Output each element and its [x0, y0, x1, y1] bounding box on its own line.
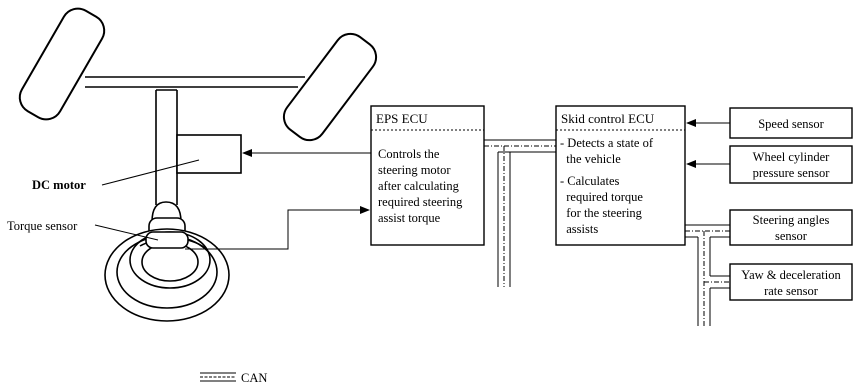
legend-can: CAN	[200, 371, 267, 383]
skid-ecu-line-1: - Detects a state of	[560, 136, 654, 150]
eps-ecu-line-3: after calculating	[378, 179, 460, 193]
right-wheel	[282, 32, 378, 142]
torque-sensor-label: Torque sensor	[7, 219, 78, 233]
yaw-sensor-box: Yaw & deceleration rate sensor	[729, 263, 853, 301]
wheel-cylinder-label-2: pressure sensor	[753, 166, 831, 180]
eps-ecu-line-1: Controls the	[378, 147, 440, 161]
steering-wheel	[104, 228, 230, 322]
skid-ecu-line-3: - Calculates	[560, 174, 619, 188]
skid-ecu-box: Skid control ECU - Detects a state of th…	[555, 105, 686, 246]
speed-sensor-box: Speed sensor	[729, 107, 853, 139]
torque-sensor-leader	[94, 224, 159, 241]
front-axle	[85, 76, 305, 88]
speed-sensor-label: Speed sensor	[758, 117, 824, 131]
dc-motor-box	[176, 134, 242, 174]
eps-ecu-line-5: assist torque	[378, 211, 441, 225]
skid-ecu-title: Skid control ECU	[561, 111, 655, 126]
eps-ecu-line-4: required steering	[378, 195, 463, 209]
legend-can-label: CAN	[241, 371, 267, 383]
steering-column	[155, 89, 178, 205]
steering-angles-sensor-box: Steering angles sensor	[729, 209, 853, 246]
steering-angles-label-1: Steering angles	[753, 213, 830, 227]
skid-ecu-line-6: assists	[560, 222, 598, 236]
dc-motor-leader	[101, 159, 200, 186]
left-wheel	[18, 7, 106, 121]
dc-motor-label: DC motor	[32, 178, 86, 192]
eps-ecu-title: EPS ECU	[376, 111, 428, 126]
wheel-cylinder-label-1: Wheel cylinder	[753, 150, 831, 164]
skid-ecu-line-5: for the steering	[560, 206, 643, 220]
torque-to-eps-arrow	[185, 206, 370, 250]
yaw-label-2: rate sensor	[764, 284, 819, 298]
steering-angles-label-2: sensor	[775, 229, 808, 243]
skid-ecu-line-4: required torque	[560, 190, 643, 204]
wheel-cylinder-sensor-box: Wheel cylinder pressure sensor	[729, 145, 853, 184]
can-bus-eps-skid	[484, 139, 556, 287]
eps-ecu-box: EPS ECU Controls the steering motor afte…	[370, 105, 485, 246]
can-bus-sensors	[685, 224, 730, 326]
eps-ecu-line-2: steering motor	[378, 163, 451, 177]
yaw-label-1: Yaw & deceleration	[741, 268, 841, 282]
skid-ecu-line-2: the vehicle	[560, 152, 621, 166]
